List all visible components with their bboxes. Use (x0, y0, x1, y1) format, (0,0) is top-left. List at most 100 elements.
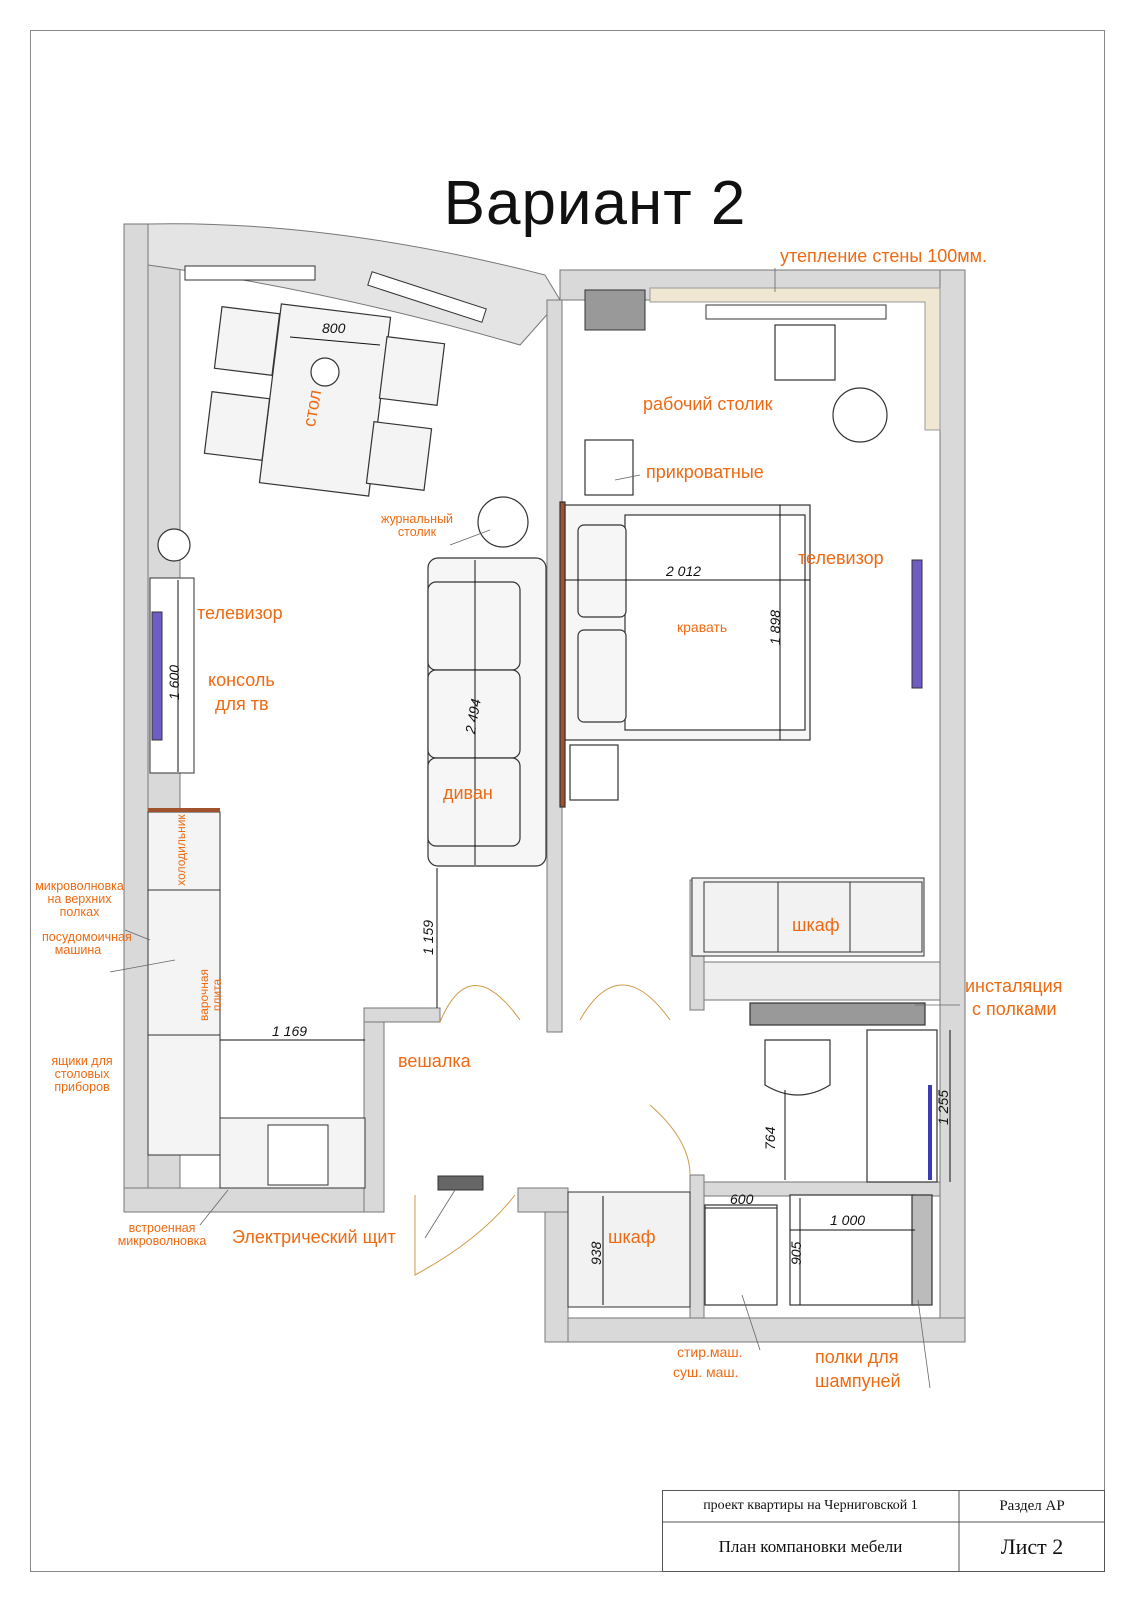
radiator-3 (705, 304, 887, 320)
label-wall-insulation: утепление стены 100мм. (780, 246, 988, 266)
label-electric-panel: Электрический щит (232, 1227, 396, 1247)
wardrobe-bedroom-1 (703, 881, 779, 953)
label-sofa: диван (443, 783, 493, 803)
leader-electric (424, 1189, 456, 1239)
wardrobe-bedroom-3 (849, 881, 923, 953)
chair-1 (213, 306, 281, 376)
label-cutlery-drawers: ящики для столовых приборов (51, 1054, 113, 1095)
pillow-1 (577, 524, 627, 618)
label-washer-2: суш. маш. (673, 1364, 739, 1380)
dim-bed-width: 2 012 (666, 563, 702, 579)
door-swing-3 (649, 1104, 691, 1176)
dim-wardrobe-depth: 938 (588, 1241, 604, 1265)
door-swing-2 (579, 984, 671, 1021)
dim-line-table (289, 336, 381, 346)
dim-tv-console: 1 600 (166, 664, 182, 700)
label-tv-bedroom: телевизор (798, 548, 884, 568)
door-swing-1 (439, 985, 521, 1023)
label-work-table: рабочий столик (643, 394, 773, 414)
label-bedside: прикроватные (646, 462, 764, 482)
sofa-seat-3 (427, 757, 521, 847)
label-tv-console-2: для тв (215, 694, 269, 714)
dim-bath-length: 1 255 (935, 1089, 951, 1125)
wall-bath-bottom (703, 1181, 941, 1197)
label-installation-1: инсталяция (965, 976, 1063, 996)
label-fridge: холодильник (174, 814, 188, 886)
label-installation-2: с полками (972, 999, 1057, 1019)
label-bed: кравать (677, 619, 728, 635)
radiator-4 (584, 289, 646, 331)
insulation-strip (649, 287, 941, 431)
nightstand-2 (569, 744, 619, 801)
wall-hall-top (363, 1007, 441, 1023)
pillow-2 (577, 629, 627, 723)
label-wardrobe-bedroom: шкаф (792, 915, 840, 935)
washer (704, 1204, 778, 1306)
radiator-1 (184, 265, 316, 281)
label-washer-1: стир.маш. (677, 1344, 743, 1360)
tv-living (151, 611, 163, 741)
dim-kitchen-width: 1 169 (272, 1023, 308, 1039)
bed-headboard (559, 501, 566, 808)
label-wardrobe-hall: шкаф (608, 1227, 656, 1247)
wall-bottom-hall-left (544, 1191, 569, 1343)
label-microwave-top: микроволновка на верхних полках (35, 879, 124, 920)
bed-mattress (624, 514, 806, 731)
desk (774, 324, 836, 381)
toilet (764, 1039, 831, 1096)
plant (157, 528, 191, 562)
radiator-2 (367, 271, 487, 323)
tv-bedroom (911, 559, 923, 689)
sheet-number: Лист 2 (1000, 1534, 1064, 1559)
chair-2 (203, 391, 271, 461)
page-title: Вариант 2 (443, 169, 747, 238)
table-flower (310, 357, 340, 387)
chair-3 (378, 336, 446, 406)
title-block: проект квартиры на Черниговской 1 Раздел… (662, 1490, 1105, 1572)
dim-toilet-depth: 764 (762, 1126, 778, 1150)
plan-name: План компановки мебели (718, 1537, 903, 1556)
label-dishwasher: посудомоичная машина (42, 930, 132, 958)
fridge (147, 811, 221, 891)
leader-dishwasher (109, 959, 176, 973)
nightstand-1 (584, 439, 634, 496)
dim-shower-depth: 905 (788, 1241, 804, 1265)
leader-coffee-table (449, 529, 491, 546)
label-tv-console-1: консоль (208, 670, 275, 690)
shower (789, 1194, 916, 1306)
dim-sofa-to-door: 1 159 (420, 919, 436, 955)
installation-shelf (749, 1002, 926, 1026)
leader-bedside (614, 474, 641, 481)
sheet-frame (30, 30, 1105, 1572)
label-coffee-table: журнальный столик (380, 512, 454, 540)
chair-4 (365, 421, 433, 491)
wall-right (939, 269, 966, 1343)
bathtub (866, 1029, 938, 1183)
label-hanger: вешалка (398, 1051, 471, 1071)
project-name: проект квартиры на Черниговской 1 (703, 1498, 918, 1513)
leader-washer (741, 1294, 761, 1351)
bath-accent (928, 1085, 932, 1180)
dim-table-width: 800 (322, 320, 346, 336)
dim-washer-width: 600 (730, 1191, 754, 1207)
door-swing-4 (414, 1194, 516, 1276)
dining-table (258, 303, 392, 497)
leader-builtin-mw (199, 1189, 229, 1226)
wall-bath-top (703, 961, 941, 1001)
dim-bed-length: 1 898 (767, 609, 783, 645)
leader-microwave-top (124, 929, 151, 941)
label-hob: варочная плита (197, 968, 224, 1022)
label-shampoo-2: шампуней (815, 1371, 901, 1391)
wardrobe-hall (567, 1191, 691, 1308)
wall-kitchen-bottom (123, 1187, 385, 1213)
wall-entrance-right (517, 1187, 569, 1213)
shampoo-shelves (911, 1194, 933, 1306)
dim-shower-width: 1 000 (830, 1212, 866, 1228)
coffee-table (477, 496, 529, 548)
sofa-seat-1 (427, 581, 521, 671)
label-shampoo-1: полки для (815, 1347, 899, 1367)
wall-bottom-right (544, 1317, 966, 1343)
wall-living-left (123, 223, 149, 1213)
wardrobe-bedroom-2 (777, 881, 851, 953)
